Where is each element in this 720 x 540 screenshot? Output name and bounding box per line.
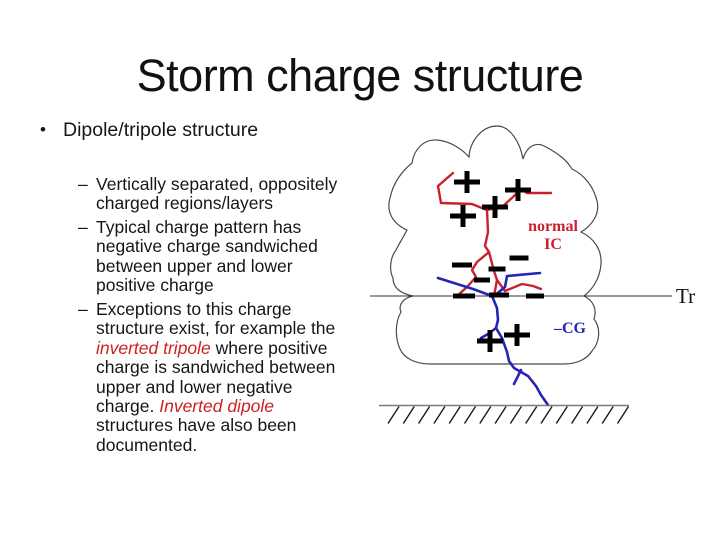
sub-bullet-text: Exceptions to this charge structure exis… [96, 298, 336, 455]
ground-hatch [601, 406, 614, 424]
cg-lightning-stroke [512, 368, 523, 386]
ground-hatch [571, 406, 584, 424]
plus-charge [504, 324, 530, 346]
cg-lightning-stroke [436, 276, 494, 298]
ground-hatch [540, 406, 553, 424]
sub-bullet-list: –Vertically separated, oppositely charge… [78, 174, 352, 459]
ground-hatch [402, 406, 415, 424]
ic-lightning-stroke [436, 171, 489, 212]
ground-hatch [616, 406, 630, 424]
ic-lightning-stroke [495, 278, 543, 293]
sub-bullet-text: Vertically separated, oppositely charged… [96, 174, 338, 214]
normal-ic-label: IC [544, 236, 562, 253]
sub-bullet-text: Typical charge pattern has negative char… [96, 216, 318, 296]
cg-label: –CG [553, 320, 587, 337]
ground-hatch [479, 406, 492, 424]
plus-charge [505, 179, 531, 201]
dash-marker: – [78, 216, 88, 237]
ground-hatch [525, 406, 538, 424]
tropopause-label: Tr [676, 284, 695, 308]
ground-hatch [463, 406, 477, 424]
sub-bullet-item: –Vertically separated, oppositely charge… [78, 174, 352, 214]
ground-hatch [433, 406, 446, 424]
cg-lightning-stroke [490, 294, 550, 407]
plus-charge [450, 205, 476, 227]
normal-ic-label: normal [528, 218, 578, 235]
main-bullet: • Dipole/tripole structure [40, 119, 258, 141]
plus-charge [477, 330, 503, 352]
ground-hatch [586, 406, 599, 424]
ground-hatch [448, 406, 461, 424]
slide-title: Storm charge structure [136, 50, 584, 101]
ground-hatch [494, 406, 507, 424]
ic-lightning-stroke [455, 250, 491, 298]
sub-bullet-item: –Typical charge pattern has negative cha… [78, 216, 352, 296]
ground-hatch [509, 406, 522, 424]
dash-marker: – [78, 298, 88, 319]
plus-charge [454, 171, 480, 193]
main-bullet-text: Dipole/tripole structure [63, 119, 259, 141]
ground-hatch [418, 406, 431, 424]
dash-marker: – [78, 174, 88, 194]
sub-bullet-item: –Exceptions to this charge structure exi… [78, 298, 352, 456]
ground-hatch [555, 406, 568, 424]
plus-charge [482, 196, 508, 218]
bullet-marker: • [40, 120, 46, 139]
ground-hatch [387, 406, 400, 424]
cg-lightning-stroke [492, 271, 542, 298]
cloud-outline [388, 125, 602, 365]
